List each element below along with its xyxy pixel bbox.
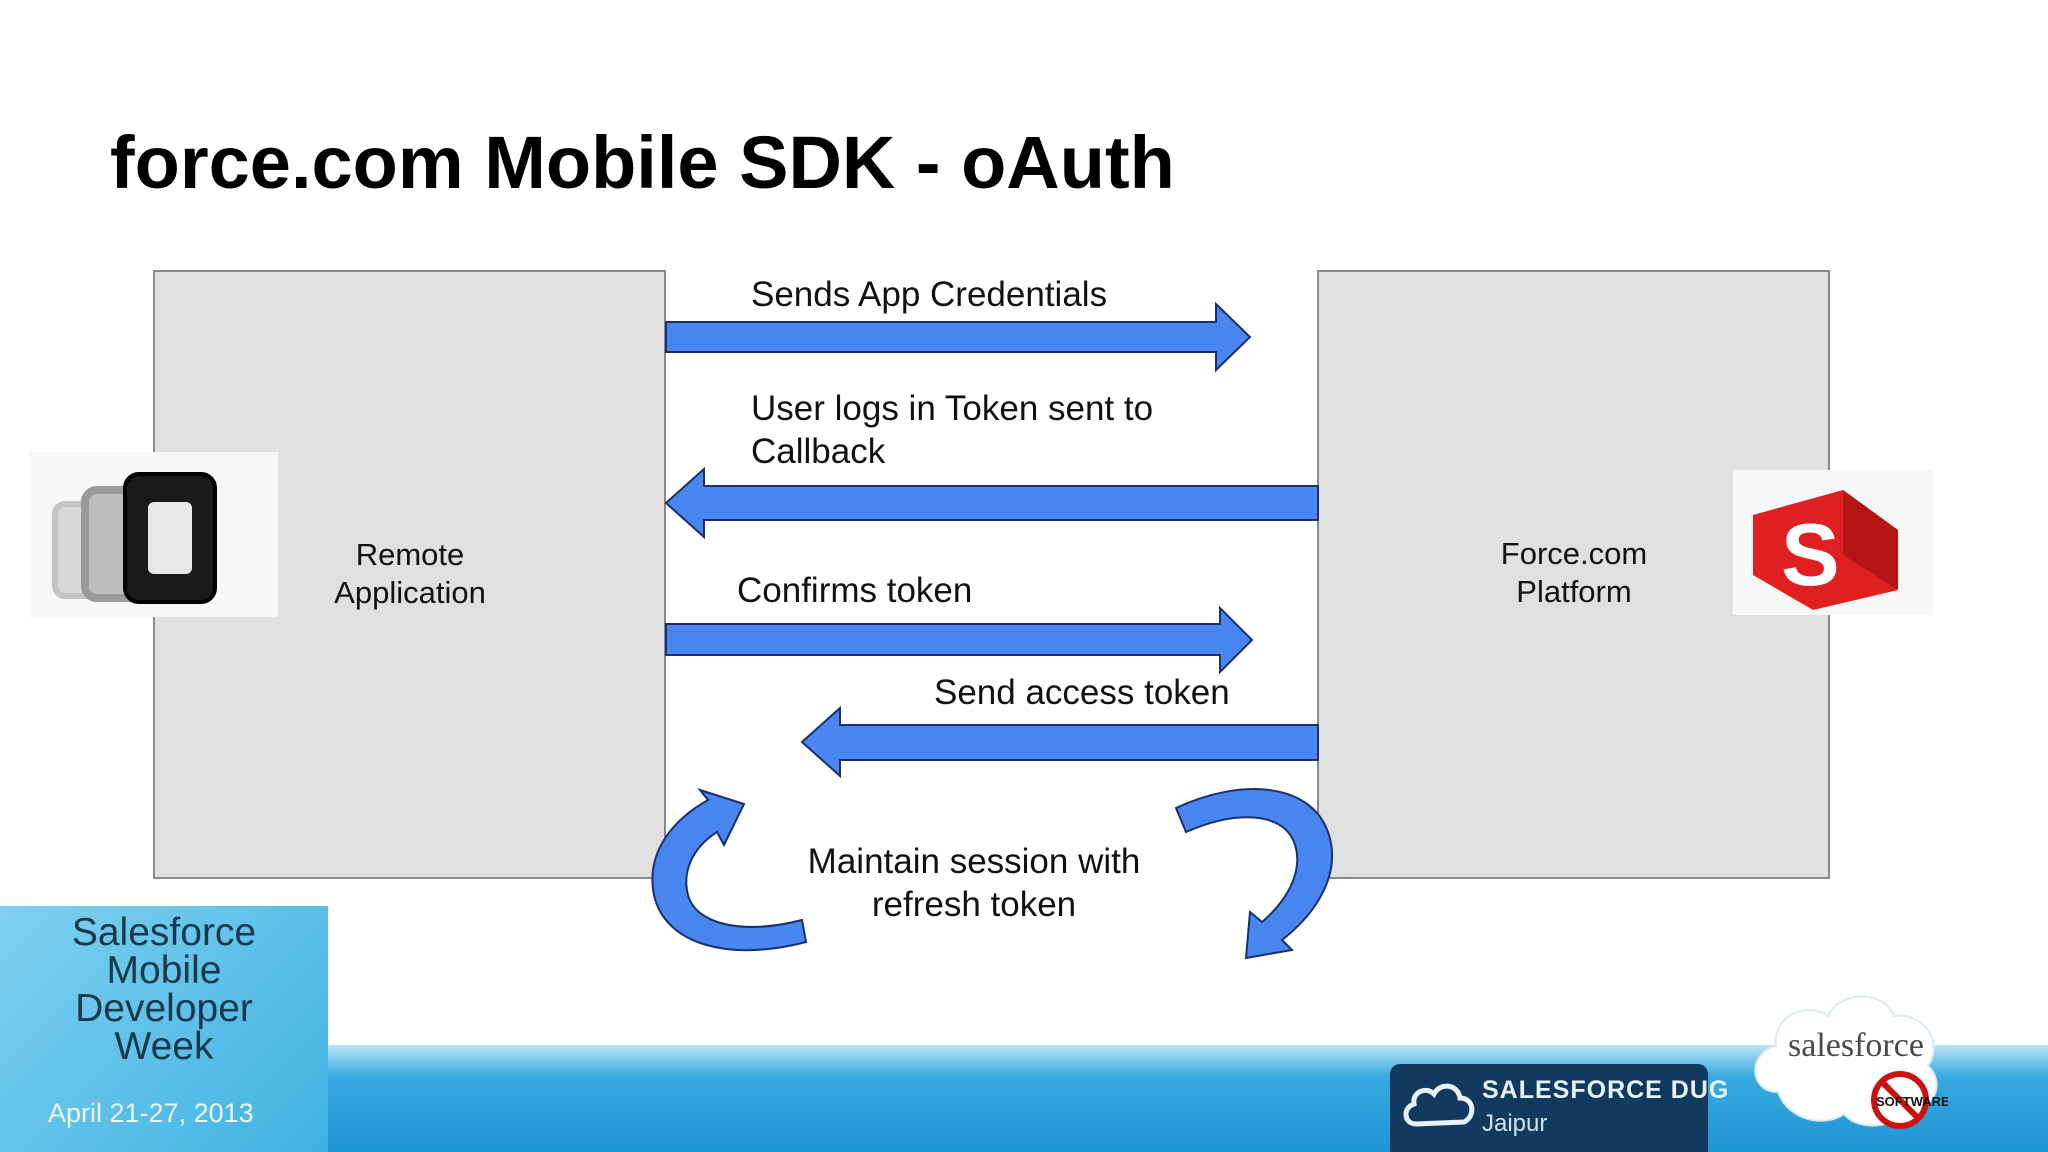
cloud-icon [1403, 1083, 1475, 1127]
arrow-token-callback [664, 466, 1319, 540]
label-confirms-token: Confirms token [737, 571, 973, 610]
dug-city: Jaipur [1482, 1110, 1548, 1137]
salesforce-logo-text: salesforce [1788, 1027, 1924, 1064]
event-date: April 21-27, 2013 [48, 1098, 254, 1128]
dug-title: SALESFORCE DUG [1482, 1076, 1730, 1104]
salesforce-cloud-logo: SOFTWARE [1754, 995, 1948, 1129]
remote-application-label: Remote Application [334, 537, 486, 610]
curved-arrow-right [1174, 788, 1333, 960]
label-user-logs-in: User logs in Token sent to Callback [751, 389, 1154, 471]
event-badge: Salesforce Mobile Developer Week April 2… [0, 906, 328, 1152]
curved-arrow-left [651, 788, 808, 952]
arrow-confirm-token [665, 605, 1254, 675]
svg-text:S: S [1781, 505, 1840, 604]
arrow-send-credentials [665, 301, 1252, 373]
event-name: Salesforce Mobile Developer Week [71, 911, 257, 1068]
arrow-access-token [800, 705, 1319, 779]
label-maintain-session: Maintain session with refresh token [807, 842, 1141, 924]
slide-title: force.com Mobile SDK - oAuth [110, 121, 1175, 204]
force-platform-label: Force.com Platform [1500, 536, 1648, 609]
salesforce-cube-icon: S [1733, 470, 1933, 615]
phonegap-logo-icon [30, 452, 278, 617]
stamp-text: SOFTWARE [1876, 1094, 1948, 1109]
label-send-access-token: Send access token [934, 673, 1230, 712]
salesforce-dug-badge: SALESFORCE DUG Jaipur [1390, 1064, 1728, 1152]
label-sends-app-credentials: Sends App Credentials [751, 275, 1108, 314]
